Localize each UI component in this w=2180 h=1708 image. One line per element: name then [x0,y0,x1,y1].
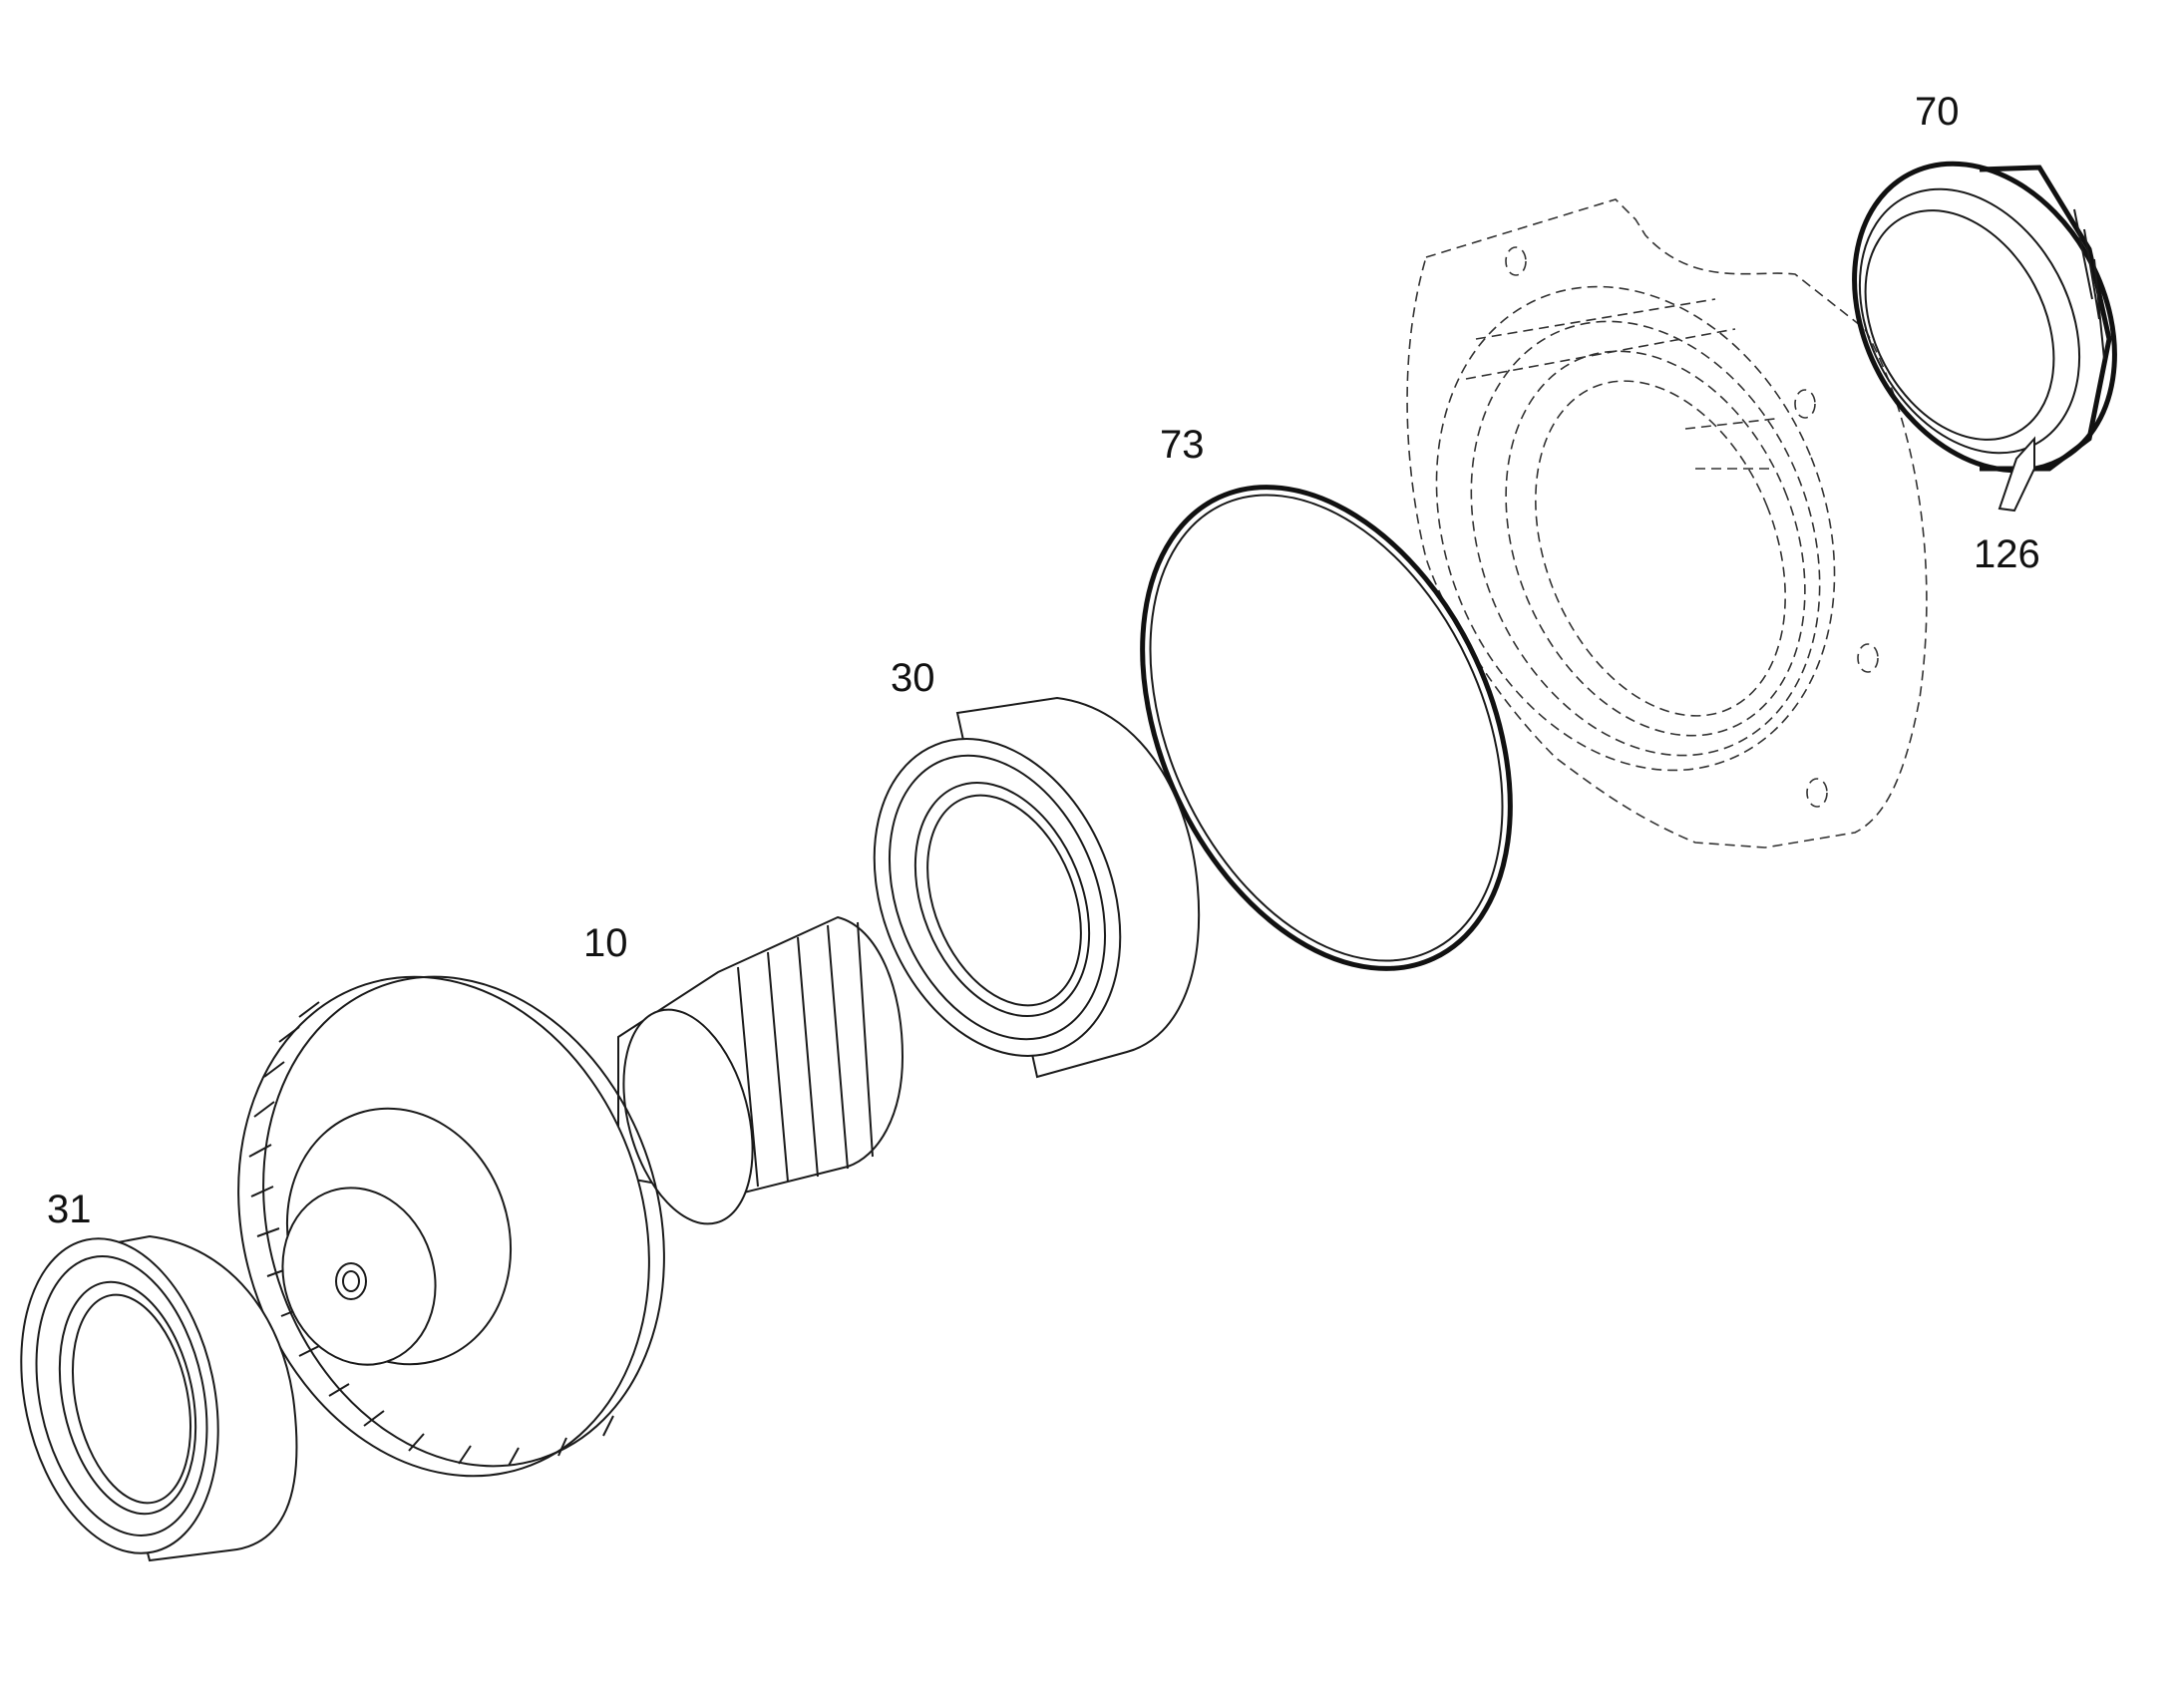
callout-10: 10 [583,921,628,965]
bolt-hole [1505,246,1527,276]
callout-30: 30 [891,656,935,700]
bolt-hole [1794,389,1816,419]
callout-31: 31 [47,1188,92,1231]
o-ring [1140,485,1513,971]
housing-phantom [1406,198,1928,849]
bearing-outer [873,696,1201,1079]
bearing-inner [20,1234,298,1562]
callout-73: 73 [1160,423,1205,467]
callout-126: 126 [1974,532,2040,576]
seal-marker-pointer [1998,436,2035,512]
callout-70: 70 [1915,90,1960,134]
bolt-hole [1806,778,1828,808]
shaft-gear [237,915,905,1478]
bolt-hole [1857,643,1879,673]
seal-ring [1852,161,2117,474]
